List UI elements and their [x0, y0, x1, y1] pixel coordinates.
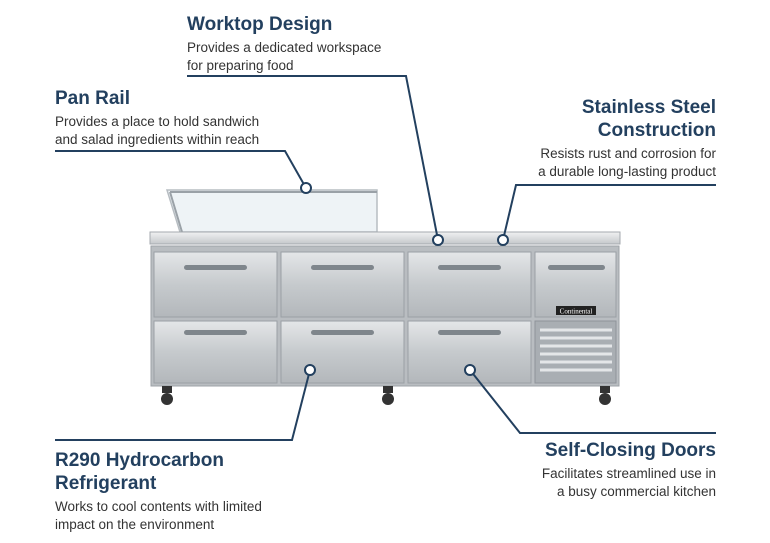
callout-desc-line: a busy commercial kitchen: [556, 484, 716, 499]
pan-rail-lid: [165, 189, 378, 233]
drawer-row-top: [153, 251, 617, 318]
leader-lines: [55, 75, 716, 441]
callout-desc-line: for preparing food: [187, 58, 294, 73]
worktop-marker: [432, 234, 444, 246]
stainless-marker: [497, 234, 509, 246]
callout-desc-line: a durable long-lasting product: [538, 164, 716, 179]
callout-stainless-steel: Stainless Steel Construction Resists rus…: [538, 96, 716, 181]
drawer-row-bottom: [153, 320, 532, 384]
callout-title-line: Construction: [597, 120, 716, 141]
pan-rail-marker: [300, 182, 312, 194]
compressor-grille: [534, 320, 617, 384]
callout-title-line: R290 Hydrocarbon: [55, 450, 224, 471]
casters: [161, 386, 611, 405]
callout-worktop: Worktop Design Provides a dedicated work…: [187, 13, 381, 75]
doors-marker: [464, 364, 476, 376]
callout-self-closing-doors: Self-Closing Doors Facilitates streamlin…: [542, 439, 716, 501]
callout-title: Worktop Design: [187, 14, 333, 35]
callout-refrigerant: R290 Hydrocarbon Refrigerant Works to co…: [55, 449, 262, 534]
callout-title-line: Stainless Steel: [581, 97, 716, 118]
refrigerant-marker: [304, 364, 316, 376]
callout-desc-line: Provides a dedicated workspace: [187, 40, 382, 55]
callout-desc-line: Provides a place to hold sandwich: [55, 114, 260, 129]
worktop-surface: [149, 231, 621, 245]
callout-desc-line: and salad ingredients within reach: [55, 132, 260, 147]
callout-title-line: Refrigerant: [55, 473, 157, 494]
callout-desc-line: impact on the environment: [55, 517, 215, 532]
callout-pan-rail: Pan Rail Provides a place to hold sandwi…: [55, 87, 259, 149]
callout-desc-line: Facilitates streamlined use in: [541, 466, 716, 481]
callout-desc-line: Works to cool contents with limited: [55, 499, 262, 514]
callout-title: Pan Rail: [55, 88, 130, 109]
callout-title: Self-Closing Doors: [544, 440, 716, 461]
callout-desc-line: Resists rust and corrosion for: [540, 146, 716, 161]
brand-badge: Continental: [560, 308, 593, 316]
